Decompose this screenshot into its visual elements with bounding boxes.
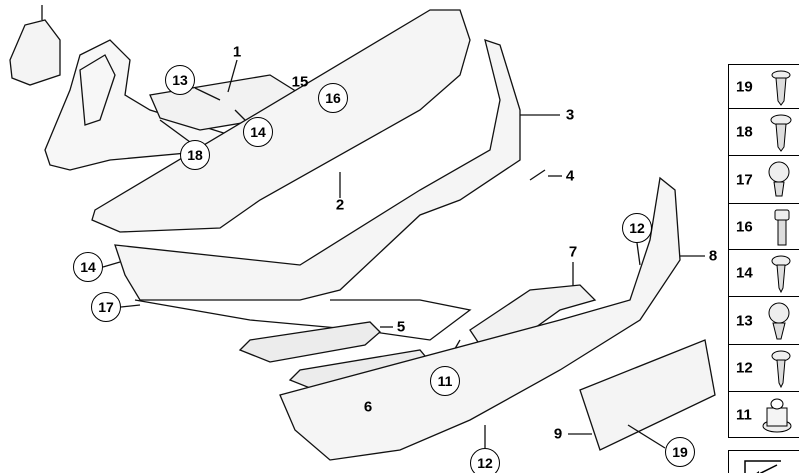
callout-3: 3 (565, 106, 575, 124)
screw-icon (771, 255, 791, 294)
part-3-rear-bumper (114, 39, 521, 301)
callout-8: 8 (708, 247, 718, 265)
fastener-18: 18 (728, 108, 799, 156)
part-9-plate-holder (579, 339, 716, 451)
callout-15: 15 (291, 73, 309, 91)
callout-11: 11 (430, 366, 460, 396)
part-2-bumper-cover (91, 9, 471, 233)
callout-12: 12 (470, 448, 500, 473)
screw-icon (771, 70, 791, 106)
diagram-nav-box (728, 450, 799, 473)
callout-9: 9 (553, 425, 563, 443)
callout-6: 6 (363, 398, 373, 416)
fastener-11: 11 (728, 391, 799, 438)
callout-4: 4 (565, 167, 575, 185)
callout-14: 14 (243, 117, 273, 147)
callout-17: 17 (91, 292, 121, 322)
callout-12: 12 (622, 213, 652, 243)
part-bracket-top-left (9, 19, 61, 86)
arrow-icon (744, 460, 781, 473)
fastener-13: 13 (728, 296, 799, 345)
fastener-19: 19 (728, 64, 799, 109)
callout-2: 2 (335, 196, 345, 214)
screw-icon (771, 350, 791, 389)
part-5-reflector (238, 321, 381, 363)
fastener-16: 16 (728, 203, 799, 250)
hex-nut-icon (762, 398, 792, 433)
callout-18: 18 (180, 140, 210, 170)
bolt-icon (774, 209, 790, 246)
callout-14: 14 (73, 252, 103, 282)
fastener-14: 14 (728, 249, 799, 297)
screw-icon (770, 114, 792, 152)
callout-1: 1 (232, 43, 242, 61)
callout-16: 16 (318, 83, 348, 113)
fastener-12: 12 (728, 344, 799, 392)
callout-7: 7 (568, 243, 578, 261)
fastener-17: 17 (728, 155, 799, 204)
part-8-lower-diffuser (279, 176, 681, 461)
callout-5: 5 (396, 318, 406, 336)
clip-nut-icon (768, 161, 790, 197)
callout-19: 19 (665, 437, 695, 467)
callout-13: 13 (165, 65, 195, 95)
expanding-clip-icon (768, 302, 790, 340)
